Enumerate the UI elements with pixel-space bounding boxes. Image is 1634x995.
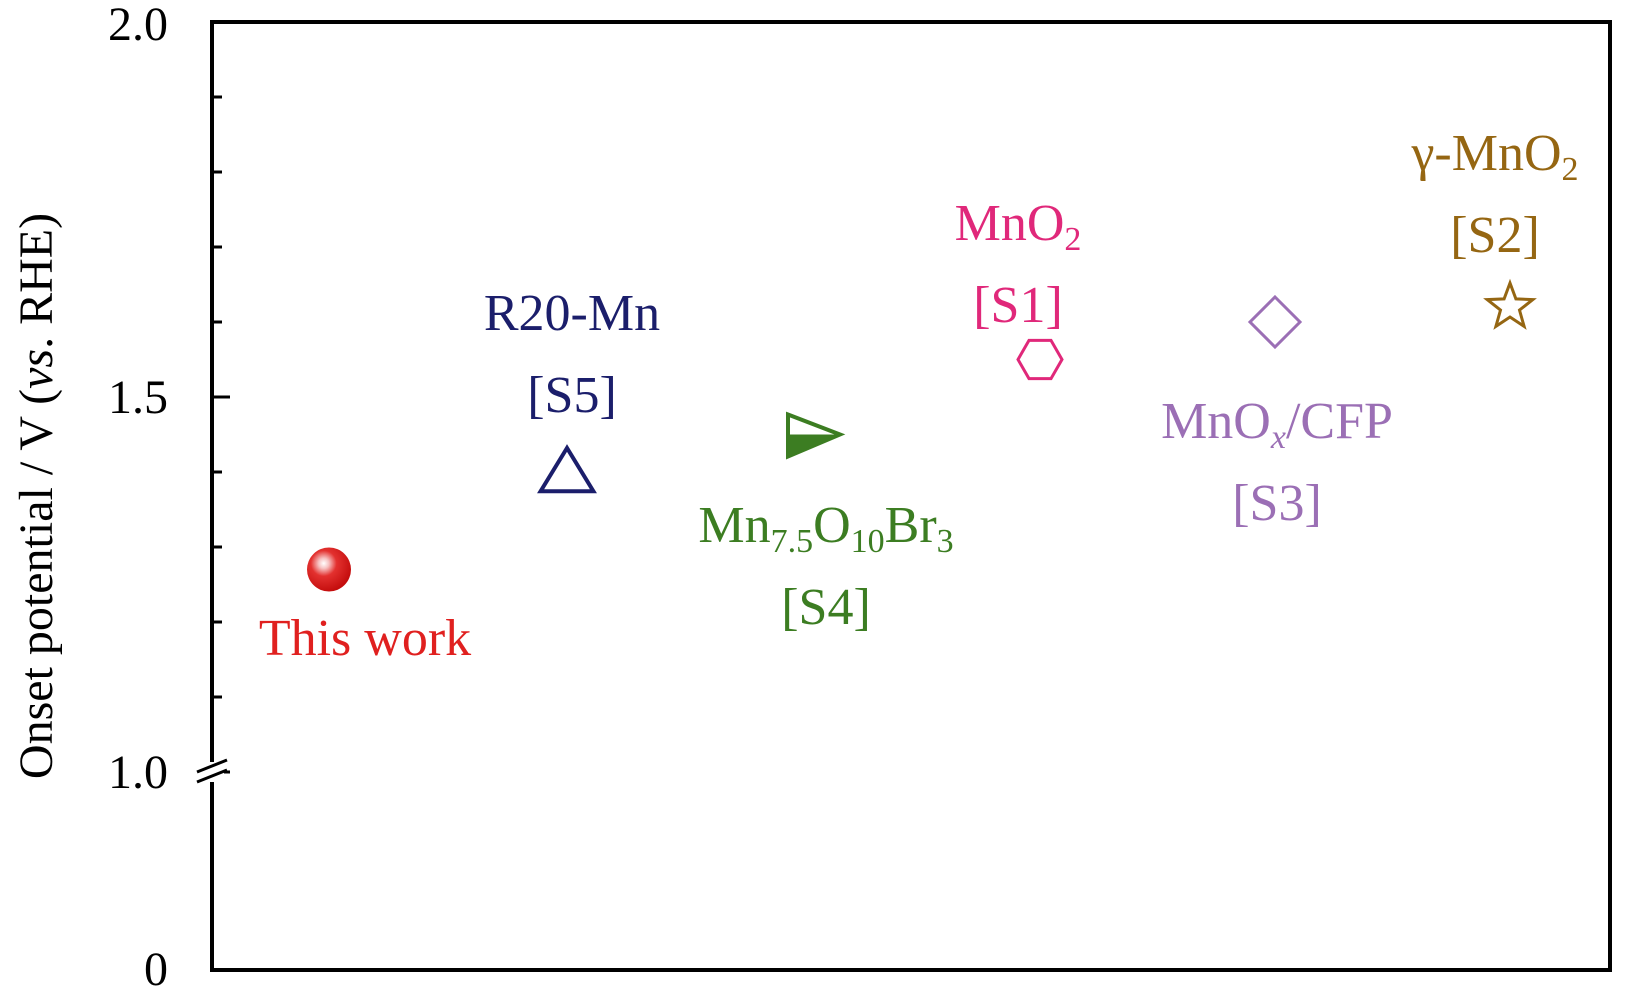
data-point-open-star	[1483, 278, 1537, 330]
plot-frame	[210, 20, 1612, 972]
data-label-5-line-1: MnOx/CFP	[1161, 393, 1393, 456]
data-label-5-line-2: [S3]	[1232, 475, 1322, 532]
data-label-3-line-2: [S4]	[781, 579, 871, 636]
data-label-2-line-1: R20-Mn	[484, 285, 660, 342]
data-label-4-line-2: [S1]	[973, 277, 1063, 334]
y-axis-ticks	[212, 20, 230, 774]
axis-break-slash	[196, 768, 228, 784]
data-labels: This work R20-Mn [S5] Mn7.5O10Br3 [S4] MnO2 [S…	[259, 125, 1579, 667]
marker-fill	[788, 434, 840, 457]
data-label-4-line-1: MnO2	[955, 195, 1082, 258]
data-point-open-diamond	[1247, 294, 1303, 350]
axis-break-marker	[196, 758, 228, 784]
axis-break-slash	[196, 758, 228, 774]
y-tick-label: 1.0	[108, 746, 168, 799]
data-label-2-line-2: [S5]	[527, 367, 617, 424]
data-markers	[307, 278, 1537, 592]
data-label-1-line-1: This work	[259, 610, 471, 667]
data-label-6-line-2: [S2]	[1450, 207, 1540, 264]
data-point-half-filled-triangle-right	[786, 411, 846, 460]
y-tick-label: 2.0	[108, 0, 168, 51]
data-point-filled-sphere	[307, 547, 351, 592]
y-axis-label: Onset potential / V (vs. RHE)	[10, 213, 63, 779]
data-label-3-line-1: Mn7.5O10Br3	[698, 497, 953, 560]
y-tick-label: 1.5	[108, 371, 168, 424]
data-point-open-hexagon	[1016, 338, 1064, 381]
y-tick-label: 0	[144, 943, 168, 990]
data-point-open-triangle-up	[537, 444, 597, 494]
y-axis-tick-labels: 0 1.0 1.5 2.0	[108, 0, 168, 995]
data-label-6-line-1: γ-MnO2	[1410, 125, 1578, 188]
